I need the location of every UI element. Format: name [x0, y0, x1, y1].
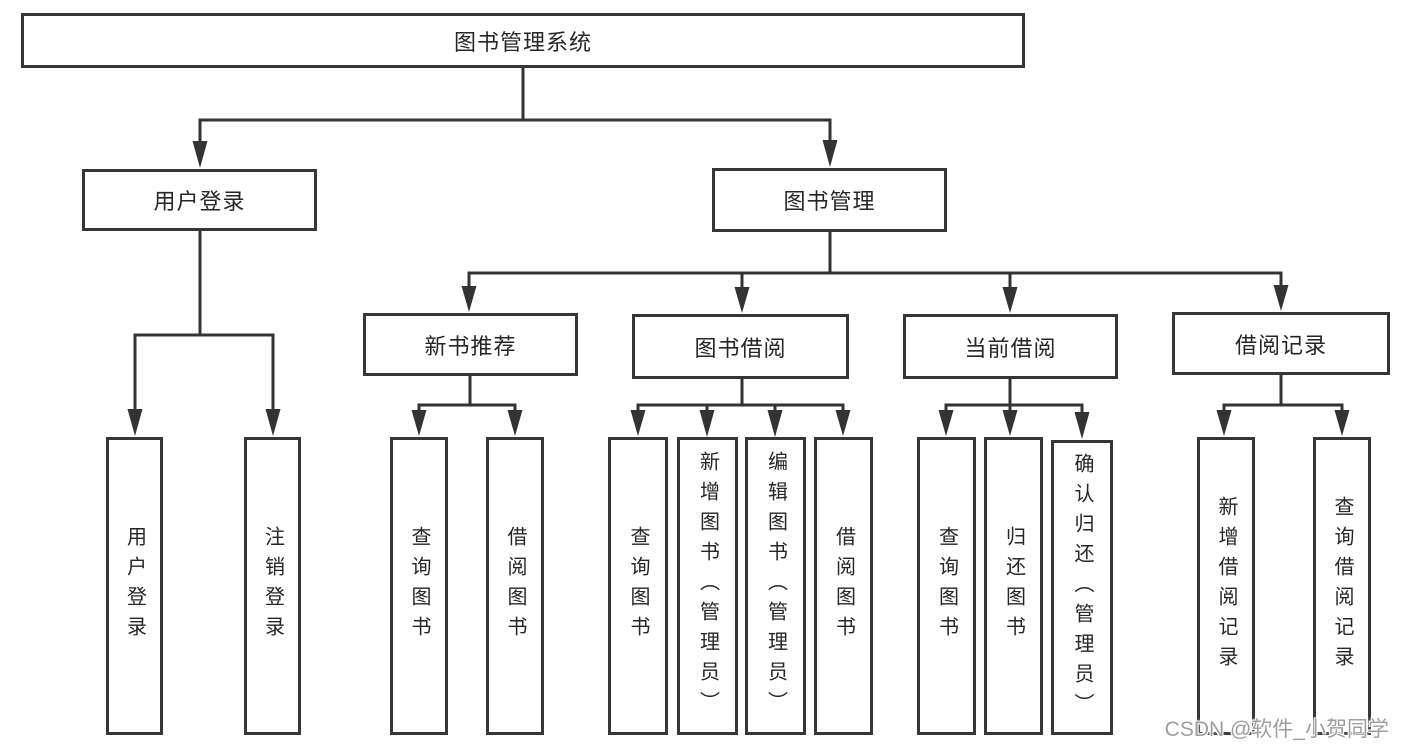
- node-label: 查询借阅记录: [1331, 496, 1353, 676]
- node-label: 查询图书: [627, 526, 649, 646]
- node-label: 图书管理: [783, 189, 876, 214]
- node-label: 新增图书（管理员）: [696, 451, 719, 721]
- node-label: 借阅记录: [1234, 332, 1327, 358]
- node-label: 用户登录: [123, 526, 146, 646]
- node-label: 查询图书: [408, 526, 430, 646]
- leaf-add-books-admin: 新增图书（管理员）: [677, 437, 738, 735]
- node-label: 注销登录: [261, 526, 284, 646]
- node-label: 查询图书: [935, 526, 958, 646]
- leaf-query-borrow-record: 查询借阅记录: [1313, 437, 1371, 735]
- node-label: 用户登录: [153, 189, 246, 214]
- node-label: 当前借阅: [964, 335, 1057, 361]
- node-label: 借阅图书: [504, 526, 526, 646]
- leaf-edit-books-admin: 编辑图书（管理员）: [745, 437, 806, 735]
- node-label: 图书管理系统: [453, 29, 592, 55]
- node-label: 确认归还（管理员）: [1071, 452, 1093, 723]
- node-book-management: 图书管理: [712, 168, 947, 232]
- leaf-confirm-return-admin: 确认归还（管理员）: [1051, 440, 1113, 735]
- node-user-login: 用户登录: [82, 169, 317, 231]
- leaf-borrow-books: 借阅图书: [814, 437, 873, 735]
- leaf-user-login: 用户登录: [106, 437, 163, 735]
- node-label: 新增借阅记录: [1215, 496, 1237, 676]
- node-library-management-system: 图书管理系统: [21, 13, 1025, 68]
- node-label: 借阅图书: [832, 526, 855, 646]
- node-label: 新书推荐: [424, 333, 517, 359]
- leaf-logout: 注销登录: [244, 437, 301, 735]
- leaf-add-borrow-record: 新增借阅记录: [1197, 437, 1255, 735]
- node-label: 编辑图书（管理员）: [764, 451, 787, 721]
- leaf-borrow-books-recommend: 借阅图书: [486, 437, 544, 735]
- node-book-borrow: 图书借阅: [632, 314, 849, 379]
- node-label: 归还图书: [1002, 526, 1025, 646]
- node-borrow-record: 借阅记录: [1172, 312, 1390, 375]
- node-label: 图书借阅: [694, 335, 787, 361]
- leaf-query-books-current: 查询图书: [917, 437, 976, 735]
- leaf-query-books-borrow: 查询图书: [608, 437, 668, 735]
- leaf-return-books: 归还图书: [984, 437, 1043, 735]
- node-current-borrow: 当前借阅: [903, 314, 1118, 379]
- leaf-query-books-recommend: 查询图书: [390, 437, 448, 735]
- node-new-book-recommend: 新书推荐: [363, 313, 578, 376]
